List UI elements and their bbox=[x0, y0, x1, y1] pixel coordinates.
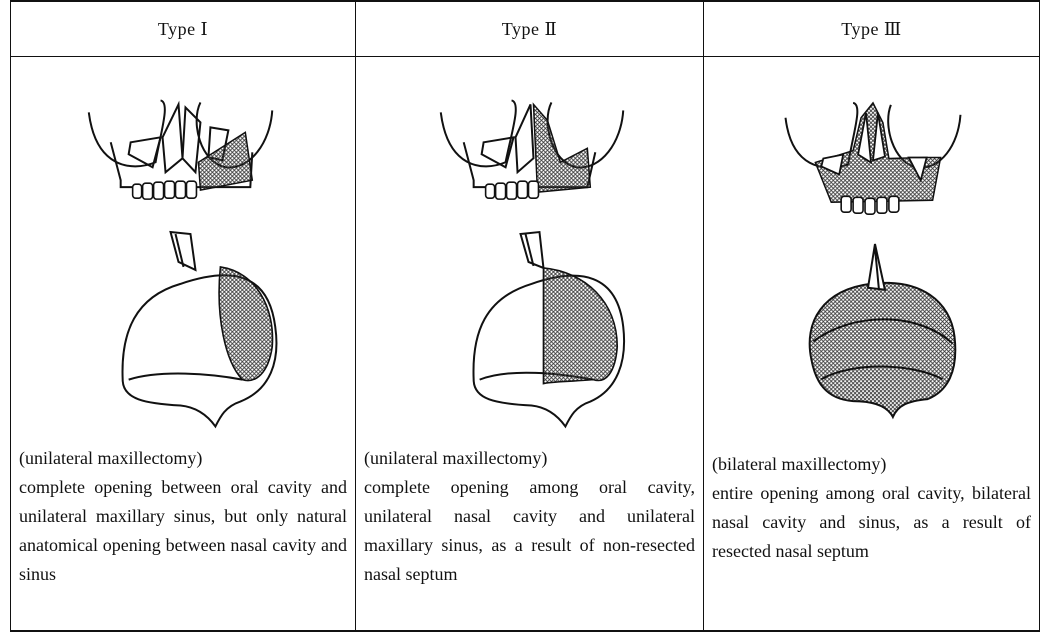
text-type-2: complete opening among oral cavity, unil… bbox=[364, 473, 695, 589]
teeth-row bbox=[133, 181, 197, 199]
figure-type-3 bbox=[704, 62, 1039, 432]
header-type-3: Type Ⅲ bbox=[704, 2, 1039, 57]
figure-type-2 bbox=[356, 62, 703, 432]
frontal-skull-view bbox=[441, 100, 623, 187]
teeth-row bbox=[486, 181, 539, 199]
column-type-2: Type Ⅱ bbox=[355, 2, 703, 630]
text-type-1: complete opening between oral cavity and… bbox=[19, 473, 347, 589]
subtitle-type-3: (bilateral maxillectomy) bbox=[712, 450, 1031, 479]
teeth-row bbox=[841, 196, 899, 214]
subtitle-type-1: (unilateral maxillectomy) bbox=[19, 444, 347, 473]
column-type-1: Type Ⅰ bbox=[10, 2, 355, 630]
resected-palate-type-1 bbox=[219, 267, 272, 381]
text-type-3: entire opening among oral cavity, bilate… bbox=[712, 479, 1031, 566]
resected-palate-type-2 bbox=[543, 268, 617, 384]
header-type-1: Type Ⅰ bbox=[11, 2, 355, 57]
header-type-2: Type Ⅱ bbox=[356, 2, 703, 57]
subtitle-type-2: (unilateral maxillectomy) bbox=[364, 444, 695, 473]
comparison-table: Type Ⅰ bbox=[10, 0, 1040, 632]
description-type-2: (unilateral maxillectomy) complete openi… bbox=[364, 444, 695, 589]
resected-area-type-2 bbox=[533, 104, 590, 192]
palatal-view bbox=[810, 244, 956, 417]
description-type-3: (bilateral maxillectomy) entire opening … bbox=[712, 450, 1031, 566]
column-type-3: Type Ⅲ bbox=[703, 2, 1040, 630]
figure-type-1 bbox=[11, 62, 355, 432]
description-type-1: (unilateral maxillectomy) complete openi… bbox=[19, 444, 347, 589]
